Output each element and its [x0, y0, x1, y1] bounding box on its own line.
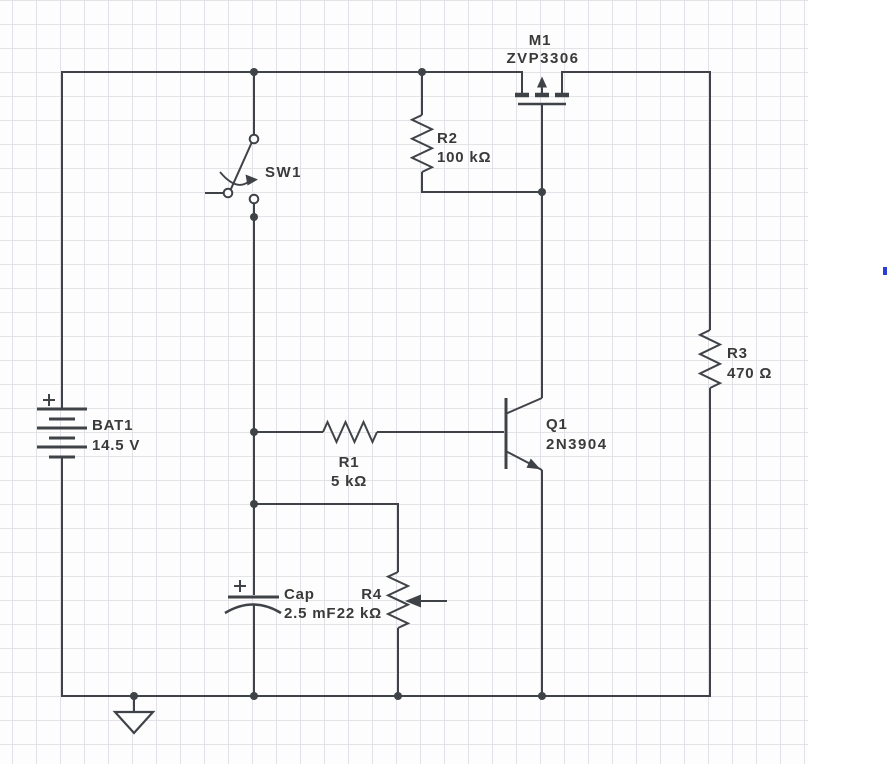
r2-ref-label: R2: [437, 130, 458, 147]
r2-value-label: 100 kΩ: [437, 149, 491, 166]
mosfet-body-arrow-icon: [537, 76, 547, 88]
ground-triangle-icon: [112, 710, 156, 735]
cap-ref-label: Cap: [284, 586, 315, 603]
battery-short-plates: [49, 417, 75, 459]
bat1-ref-label: BAT1: [92, 417, 133, 434]
component-bat1-battery[interactable]: [37, 394, 87, 459]
component-q1-npn[interactable]: [504, 397, 543, 471]
junction-dot: [394, 692, 402, 700]
wiper-arrowhead-icon: [405, 594, 421, 608]
resistor-zigzag: [385, 571, 411, 629]
junction-dot: [538, 692, 546, 700]
m1-value-label: ZVP3306: [506, 50, 579, 67]
component-r3-resistor[interactable]: [697, 329, 723, 389]
wire-drain-rail[interactable]: [561, 71, 711, 330]
junction-dot: [250, 428, 258, 436]
q1-ref-label: Q1: [546, 416, 568, 433]
switch-arrowhead-icon: [245, 174, 258, 186]
blue-artifact: [883, 267, 887, 275]
junction-dot: [130, 692, 138, 700]
capacitor-curved-plate: [224, 603, 282, 615]
wire-vplus-rail[interactable]: [61, 71, 523, 409]
r4-ref-label: R4: [361, 586, 382, 603]
r3-value-label: 470 Ω: [727, 365, 772, 382]
switch-terminal-top: [248, 133, 260, 145]
switch-motion-arc: [219, 171, 249, 186]
component-sw1-switch[interactable]: [219, 133, 260, 205]
r3-ref-label: R3: [727, 345, 748, 362]
battery-plus-icon: [43, 394, 55, 406]
wire-r2-to-gate[interactable]: [421, 172, 542, 193]
resistor-zigzag: [697, 329, 723, 389]
switch-lever: [229, 142, 253, 190]
cap-value-label: 2.5 mF: [284, 605, 336, 622]
capacitor-plus-icon: [234, 580, 246, 592]
junction-dot: [538, 188, 546, 196]
grid-paper: [0, 0, 808, 764]
wire-ground-rail[interactable]: [61, 388, 711, 697]
component-r1-resistor[interactable]: [322, 419, 378, 445]
junction-dot: [250, 500, 258, 508]
r1-value-label: 5 kΩ: [331, 473, 367, 490]
q1-value-label: 2N3904: [546, 436, 608, 453]
m1-ref-label: M1: [529, 32, 551, 49]
component-r2-resistor[interactable]: [409, 114, 435, 173]
bat1-value-label: 14.5 V: [92, 437, 140, 454]
junction-dot: [418, 68, 426, 76]
switch-terminal-bottom: [248, 193, 260, 205]
battery-long-plates: [37, 407, 87, 449]
component-m1-pmos[interactable]: [515, 76, 569, 106]
junction-dots: [130, 68, 546, 700]
emitter-arrowhead-icon: [526, 458, 541, 470]
junction-dot: [250, 213, 258, 221]
junction-dot: [250, 692, 258, 700]
component-r4-potentiometer[interactable]: [385, 571, 447, 629]
transistor-collector-lead: [506, 397, 543, 415]
labels: M1 ZVP3306 R2 100 kΩ SW1 R3 470 Ω BAT1 1…: [92, 32, 772, 622]
r4-value-label: 22 kΩ: [337, 605, 382, 622]
wire-to-r4[interactable]: [254, 503, 399, 572]
r1-ref-label: R1: [339, 454, 360, 471]
resistor-zigzag: [322, 419, 378, 445]
circuit-strokes: [37, 68, 723, 735]
component-ground[interactable]: [112, 710, 156, 735]
sw1-ref-label: SW1: [265, 164, 302, 181]
resistor-zigzag: [409, 114, 435, 173]
junction-dot: [250, 68, 258, 76]
component-cap-capacitor[interactable]: [224, 580, 282, 615]
switch-terminal-lever: [222, 187, 234, 199]
